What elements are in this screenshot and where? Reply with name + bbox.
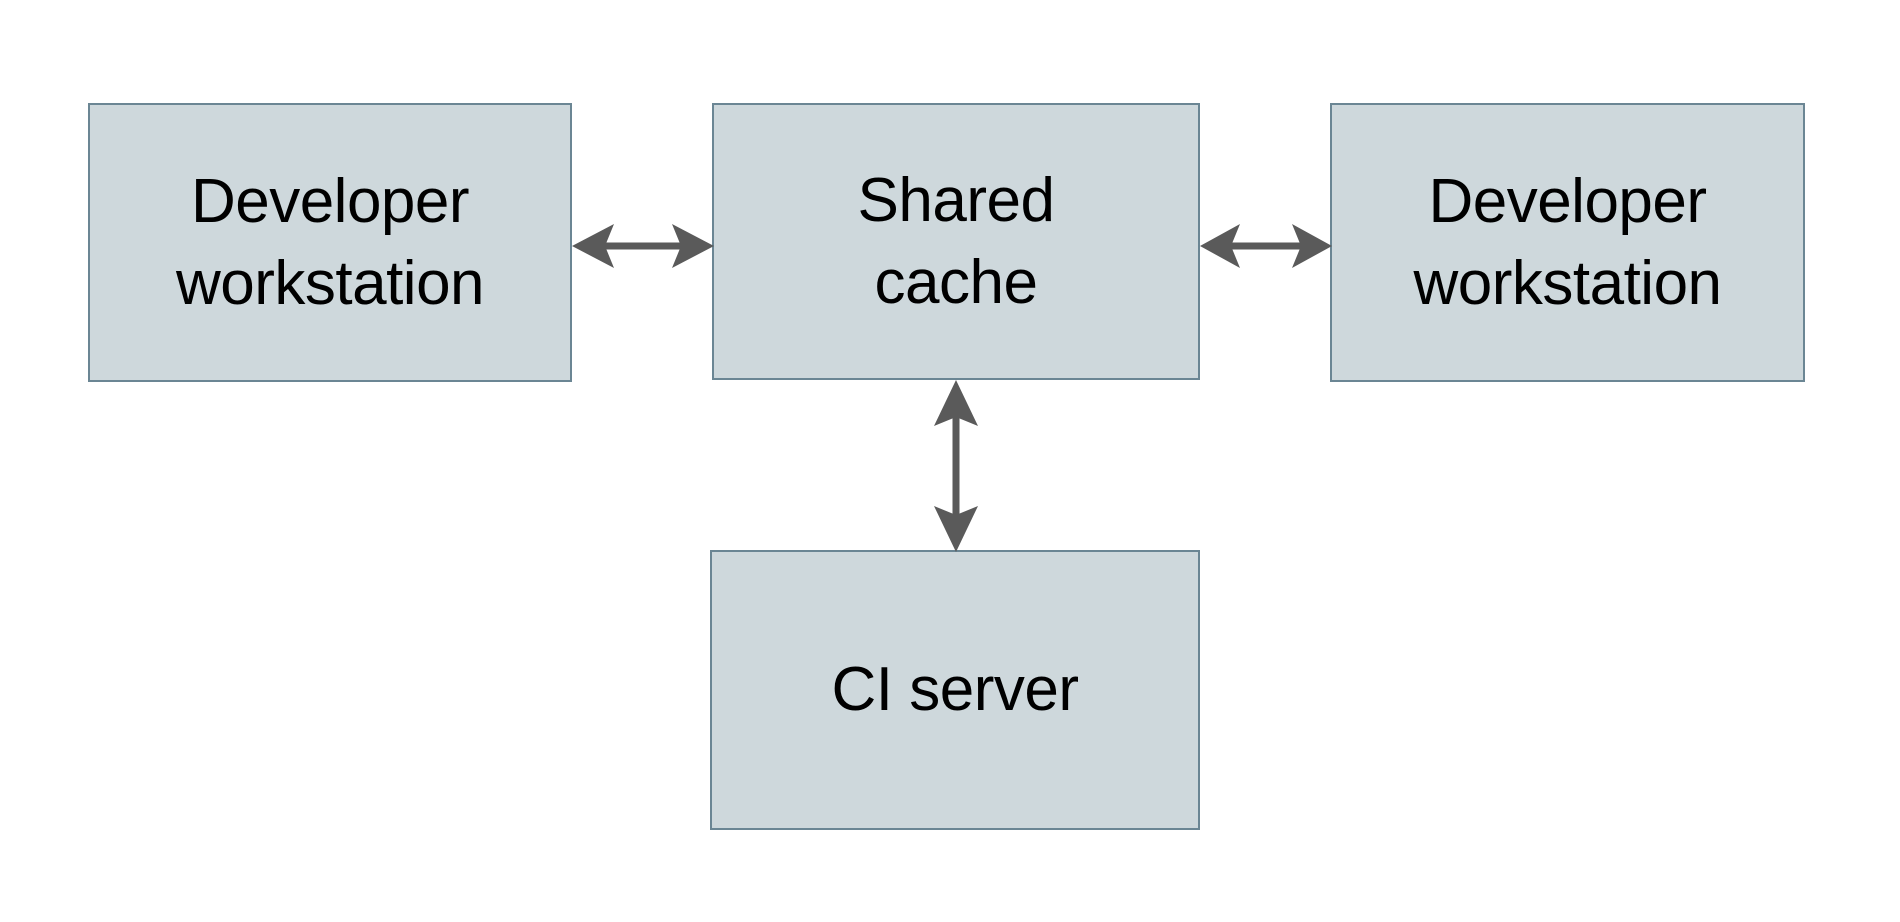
edge-cache-to-right[interactable] xyxy=(1200,215,1332,277)
edge-cache-to-ci[interactable] xyxy=(925,380,987,552)
double-arrow-icon xyxy=(934,380,978,552)
node-dev-workstation-right[interactable]: Developer workstation xyxy=(1330,103,1805,382)
node-label-ci-server: CI server xyxy=(831,655,1079,725)
edge-left-to-cache[interactable] xyxy=(572,215,714,277)
node-shared-cache[interactable]: Shared cache xyxy=(712,103,1200,380)
double-arrow-icon xyxy=(572,224,714,268)
node-label-dev-workstation-left: Developer workstation xyxy=(175,166,485,318)
node-ci-server[interactable]: CI server xyxy=(710,550,1200,830)
node-label-dev-workstation-right: Developer workstation xyxy=(1413,166,1722,318)
double-arrow-icon xyxy=(1200,224,1332,268)
node-dev-workstation-left[interactable]: Developer workstation xyxy=(88,103,572,382)
node-label-shared-cache: Shared cache xyxy=(857,165,1055,317)
